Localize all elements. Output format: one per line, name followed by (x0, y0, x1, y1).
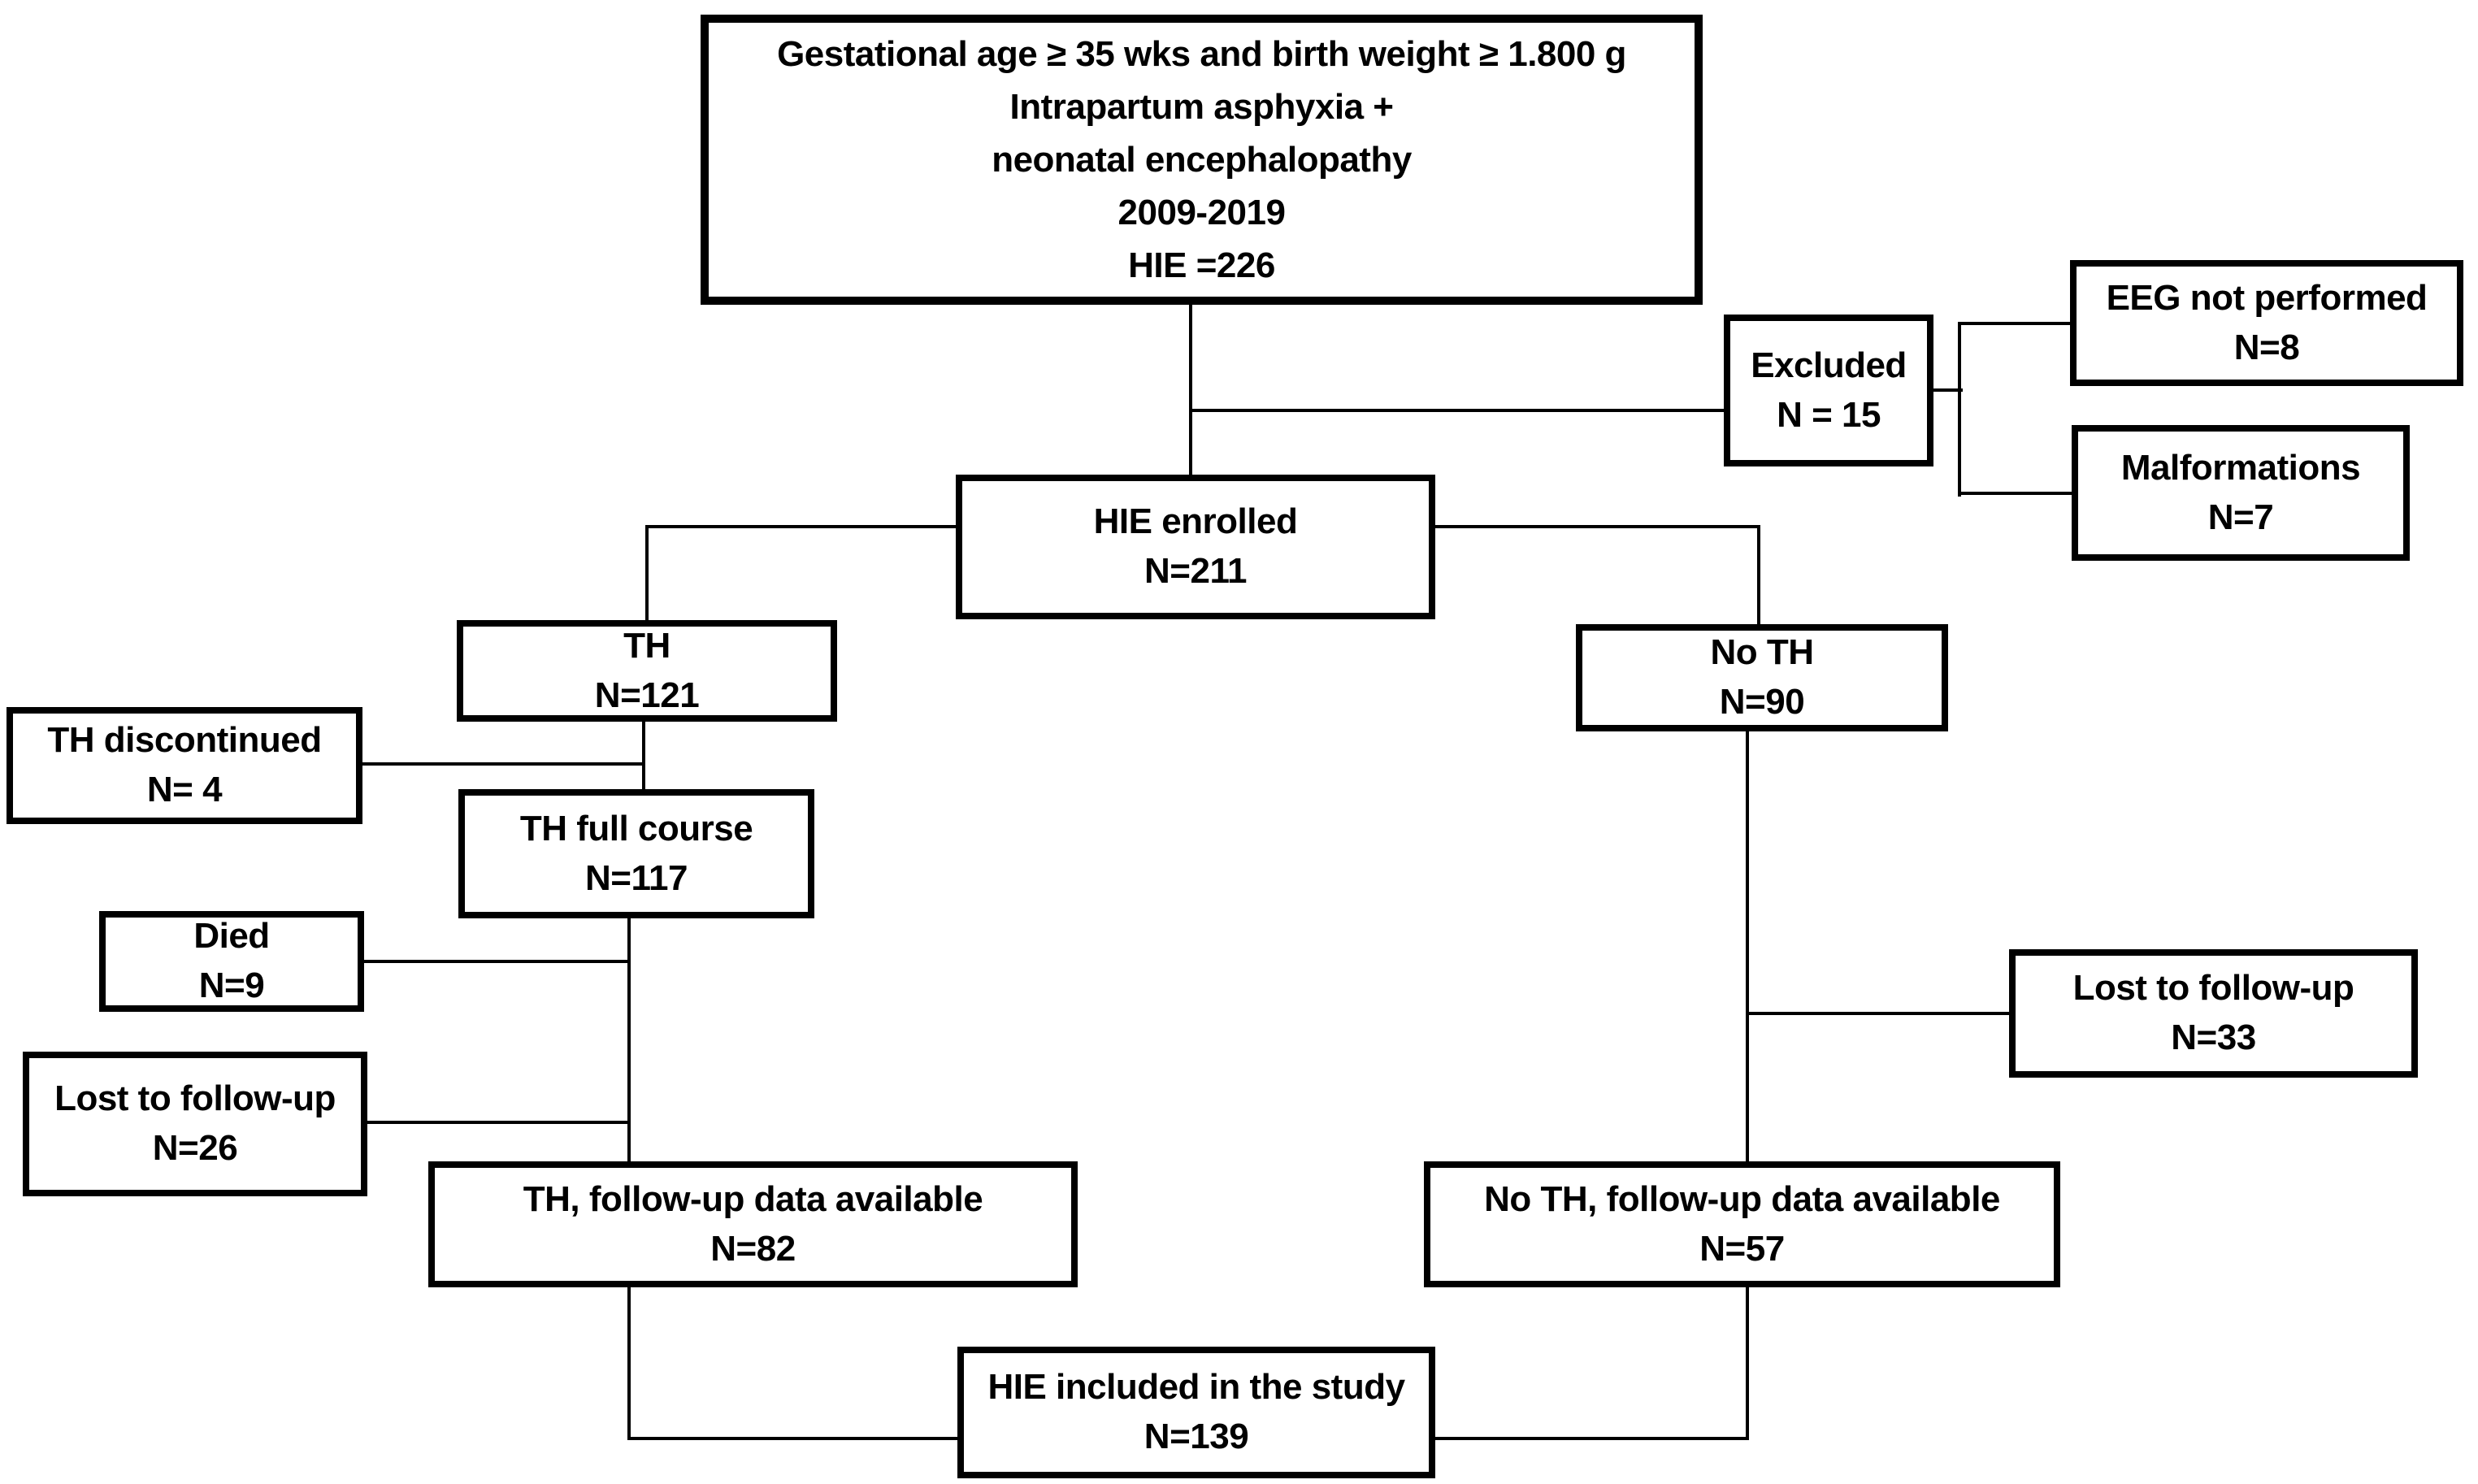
node-line: N=33 (2171, 1018, 2256, 1057)
node-line: TH (623, 625, 670, 666)
node-malformations: Malformations N=7 (2072, 425, 2410, 561)
connector-left-drop (645, 525, 649, 622)
node-line: N=82 (710, 1228, 796, 1269)
connector-th-followup-down (627, 1286, 631, 1440)
node-th-followup-available: TH, follow-up data available N=82 (428, 1161, 1078, 1287)
node-hie-included: HIE included in the study N=139 (957, 1347, 1435, 1478)
node-no-th-followup-available: No TH, follow-up data available N=57 (1424, 1161, 2060, 1287)
node-line: HIE included in the study (987, 1367, 1405, 1408)
node-th-discontinued: TH discontinued N= 4 (7, 707, 362, 824)
node-eeg-not-performed: EEG not performed N=8 (2070, 260, 2463, 386)
connector-right-drop (1757, 525, 1760, 626)
connector-right-branch (1434, 525, 1760, 528)
node-no-th: No TH N=90 (1576, 624, 1948, 731)
connector-lost-right (1746, 1012, 2011, 1015)
node-line: N = 15 (1777, 394, 1881, 435)
connector-malformations-branch (1958, 492, 2073, 495)
connector-bottom-right (1434, 1437, 1749, 1440)
node-lost-to-follow-up-no-th: Lost to follow-up N=33 (2009, 949, 2418, 1078)
node-line: N=211 (1144, 551, 1247, 591)
node-line: N=121 (594, 675, 700, 715)
node-eligibility-criteria: Gestational age ≥ 35 wks and birth weigh… (701, 15, 1703, 305)
connector-excluded-stub (1932, 388, 1963, 392)
node-line: N=26 (152, 1128, 238, 1168)
connector-th-discontinued (361, 762, 645, 766)
node-line: Lost to follow-up (54, 1078, 336, 1119)
connector-lost-left (366, 1121, 631, 1124)
node-line: neonatal encephalopathy (992, 139, 1412, 180)
node-line: 2009-2019 (1117, 193, 1286, 233)
node-line: N= 4 (146, 770, 223, 809)
node-line: N=139 (1144, 1417, 1249, 1456)
node-excluded: Excluded N = 15 (1724, 315, 1933, 466)
connector-bottom-left (627, 1437, 959, 1440)
connector-excluded-branch (1189, 409, 1725, 412)
connector-excluded-bracket (1958, 322, 1961, 497)
node-line: EEG not performed (2106, 277, 2428, 318)
node-line: HIE enrolled (1093, 501, 1298, 542)
node-line: N=9 (198, 965, 265, 1005)
connector-left-branch (645, 525, 957, 528)
node-line: HIE =226 (1128, 245, 1275, 286)
node-lost-to-follow-up-th: Lost to follow-up N=26 (23, 1052, 367, 1196)
connector-top-stem (1189, 303, 1192, 476)
node-line: N=117 (585, 857, 688, 898)
node-line: TH full course (519, 808, 753, 848)
connector-th-stem (642, 720, 645, 791)
node-line: N=8 (2233, 327, 2300, 367)
node-th: TH N=121 (457, 620, 837, 722)
connector-died (362, 960, 631, 963)
node-line: Excluded (1751, 345, 1907, 385)
node-th-full-course: TH full course N=117 (458, 789, 814, 918)
connector-no-th-followup-down (1746, 1286, 1749, 1440)
connector-th-full-stem (627, 917, 631, 1163)
node-line: N=90 (1719, 682, 1805, 722)
node-line: TH discontinued (47, 720, 322, 761)
node-died: Died N=9 (99, 911, 364, 1012)
node-line: No TH (1710, 632, 1814, 673)
node-line: Malformations (2120, 447, 2361, 488)
node-line: Lost to follow-up (2072, 968, 2354, 1009)
node-line: Intrapartum asphyxia + (1009, 86, 1394, 127)
node-hie-enrolled: HIE enrolled N=211 (956, 475, 1435, 619)
node-line: No TH, follow-up data available (1484, 1178, 2000, 1219)
node-line: TH, follow-up data available (523, 1178, 983, 1219)
node-line: Died (193, 916, 270, 957)
node-line: N=7 (2207, 497, 2274, 537)
node-line: N=57 (1699, 1228, 1785, 1269)
connector-eeg-branch (1958, 322, 2072, 325)
node-line: Gestational age ≥ 35 wks and birth weigh… (777, 33, 1626, 74)
connector-no-th-stem (1746, 730, 1749, 1163)
